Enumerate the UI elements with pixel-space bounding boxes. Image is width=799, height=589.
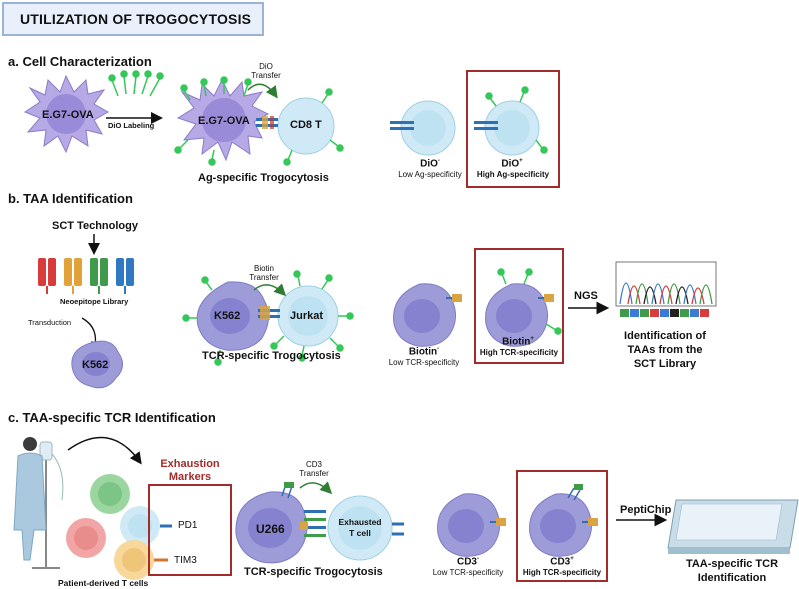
u266-cell-donor xyxy=(235,482,308,564)
biotin-positive-label: Biotin+ xyxy=(502,336,534,348)
dio-transfer-label-1: DiO xyxy=(259,62,273,71)
cd3-positive-label: CD3+ xyxy=(550,556,574,568)
dio-positive-label: DiO+ xyxy=(501,158,523,170)
pd1-label: PD1 xyxy=(178,520,198,531)
section-b-heading: b. TAA Identification xyxy=(8,191,133,206)
result-c-line-2: Identification xyxy=(697,572,767,584)
k562-cell-bottom xyxy=(71,340,123,389)
sequence-base-boxes xyxy=(620,309,709,317)
k562-bottom-label: K562 xyxy=(82,359,109,371)
patient-figure xyxy=(13,437,64,569)
cd3-negative-cell xyxy=(437,493,506,557)
biotin-transfer-label-1: Biotin xyxy=(253,264,274,273)
synapse-a xyxy=(256,116,278,129)
highlight-box-c-markers xyxy=(148,484,232,576)
exhaustion-markers-line-2: Markers xyxy=(168,471,212,483)
highlight-box-c xyxy=(516,470,608,582)
ngs-label: NGS xyxy=(574,290,598,302)
biotin-transfer-label-2: Transfer xyxy=(249,273,279,282)
ag-trogocytosis-caption: Ag-specific Trogocytosis xyxy=(198,172,329,184)
tcr-trogocytosis-caption-c: TCR-specific Trogocytosis xyxy=(244,566,383,578)
dio-transfer-arrow xyxy=(247,83,278,99)
cd3-positive-cell xyxy=(529,484,598,557)
biotin-negative-sub: Low TCR-specificity xyxy=(388,358,460,367)
exhaustion-markers-line-1: Exhaustion xyxy=(160,458,220,470)
eg7-label-left: E.G7-OVA xyxy=(42,109,94,121)
dio-dye-icons xyxy=(108,70,164,97)
result-b-line-2: TAAs from the xyxy=(627,344,703,356)
dio-negative-sub: Low Ag-specificity xyxy=(398,170,462,179)
cd3-positive-sub: High TCR-specificity xyxy=(522,568,602,577)
section-c-heading: c. TAA-specific TCR Identification xyxy=(8,410,216,425)
peptichip-label: PeptiChip xyxy=(620,504,672,516)
eg7-cell-donor xyxy=(174,76,270,166)
k562-cell-donor xyxy=(182,276,269,366)
dio-labeling-label: DiO Labeling xyxy=(108,121,155,130)
highlight-box-a xyxy=(466,70,560,188)
figure-title: UTILIZATION OF TROGOCYTOSIS xyxy=(20,11,252,27)
biotin-transfer-arrow xyxy=(253,283,287,297)
biotin-positive-sub: High TCR-specificity xyxy=(479,348,559,357)
cd3-transfer-arrow xyxy=(299,481,333,495)
result-c-line-1: TAA-specific TCR xyxy=(685,558,779,570)
result-b-line-3: SCT Library xyxy=(633,358,697,370)
biotin-negative-label: Biotin- xyxy=(408,346,440,358)
highlight-box-b xyxy=(474,248,564,364)
neoepitope-library-label: Neoepitope Library xyxy=(60,297,129,306)
section-a-heading: a. Cell Characterization xyxy=(8,54,152,69)
cd8-t-label: CD8 T xyxy=(290,119,322,131)
cd3-transfer-label-1: CD3 xyxy=(305,460,322,469)
dio-positive-sub: High Ag-specificity xyxy=(476,170,550,179)
eg7-label-donor: E.G7-OVA xyxy=(198,115,250,127)
cd3-negative-label: CD3- xyxy=(456,556,479,568)
dio-negative-label: DiO- xyxy=(420,158,440,170)
sct-technology-label: SCT Technology xyxy=(52,220,138,232)
synapse-b xyxy=(258,306,280,320)
tim3-label: TIM3 xyxy=(174,555,197,566)
neoepitope-library-icons xyxy=(38,258,134,294)
jurkat-cell xyxy=(270,270,354,362)
exhausted-t-cell xyxy=(327,495,404,561)
result-b-line-1: Identification of xyxy=(624,330,706,342)
eg7-cell-left xyxy=(23,74,110,154)
cd3-transfer-label-2: Transfer xyxy=(299,469,329,478)
u266-label: U266 xyxy=(256,522,285,536)
peptichip-slide xyxy=(667,499,799,554)
patient-t-cells xyxy=(66,474,172,580)
dio-negative-cell xyxy=(390,100,456,156)
patient-t-cells-label: Patient-derived T cells xyxy=(58,578,149,588)
ngs-chromatogram xyxy=(615,261,717,317)
biotin-negative-cell xyxy=(393,283,462,347)
tcr-trogocytosis-caption-b: TCR-specific Trogocytosis xyxy=(202,350,341,362)
exhausted-label-1: Exhausted xyxy=(338,517,382,527)
jurkat-label: Jurkat xyxy=(290,310,324,322)
synapse-c xyxy=(300,510,326,537)
biotin-positive-cell xyxy=(485,268,562,347)
title-box xyxy=(2,2,264,36)
exhausted-label-2: T cell xyxy=(349,528,371,538)
sample-arrow xyxy=(67,436,142,465)
cd3-negative-sub: Low TCR-specificity xyxy=(432,568,504,577)
dio-positive-cell xyxy=(474,86,548,156)
transduction-label: Transduction xyxy=(28,318,72,327)
k562-donor-label: K562 xyxy=(214,310,241,322)
dio-transfer-label-2: Transfer xyxy=(251,71,281,80)
